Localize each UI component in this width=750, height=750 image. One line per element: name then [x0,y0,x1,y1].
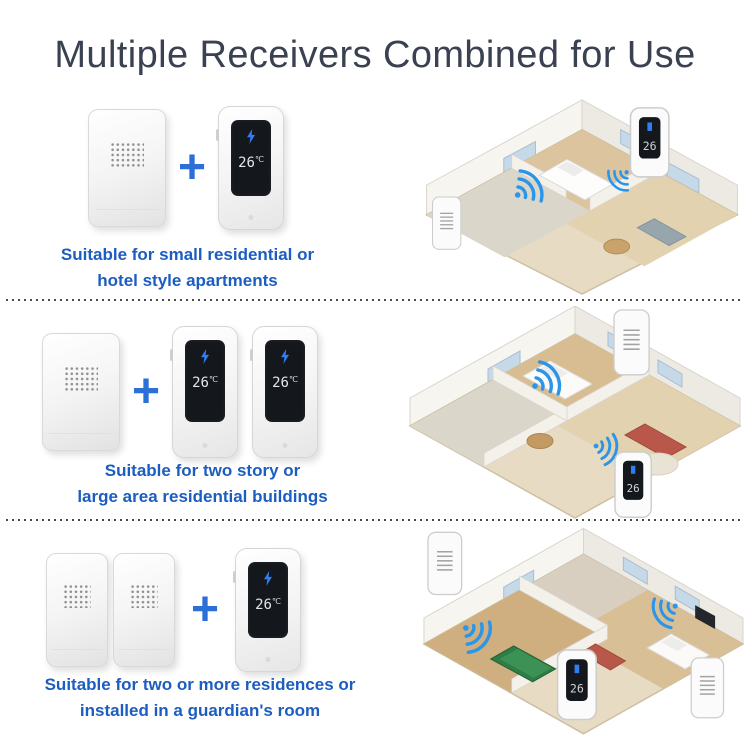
doorbell-transmitter [42,333,120,451]
apartment-floor [424,128,740,295]
temperature-unit: ℃ [254,155,264,164]
temperature-unit: ℃ [271,597,281,606]
wall-chime-device [690,657,725,719]
speaker-grille [63,584,91,608]
wall-chime-device [427,531,463,596]
apartment-furniture [538,158,687,255]
transmitter-pair [46,553,175,667]
caption-two-story: Suitable for two story or large area res… [10,458,395,511]
doorbell-transmitter [113,553,175,667]
device-combo-2: + 26℃ [42,326,319,458]
temperature-unit: ℃ [288,375,298,384]
signal-bolt-icon [201,349,210,364]
caption-line-1: Suitable for small residential or [60,245,315,264]
receiver-screen: 26℃ [231,120,272,196]
floorplan-two-residences [422,527,745,735]
temperature-value: 26 [255,597,272,613]
doorbell-receiver: 26℃ [250,326,319,458]
caption-line-2: hotel style apartments [97,271,278,291]
receiver-screen: 26℃ [248,562,289,638]
receiver-side-button [216,129,220,141]
plus-sign: + [178,141,207,194]
section-multi-residence: + 26℃ Suitable for two or more residence… [0,526,750,750]
temperature-unit: ℃ [208,375,218,384]
doorbell-transmitter [88,109,166,227]
signal-bolt-icon [247,129,256,144]
dotted-divider [6,519,744,521]
wall-chime-device [613,309,650,376]
receiver-screen: 26℃ [265,340,306,422]
speaker-grille [64,366,98,392]
floorplan-large-residence [408,306,742,519]
caption-multi-residence: Suitable for two or more residences or i… [0,672,400,725]
receiver-side-button [250,349,254,361]
wall-chime-device [431,196,462,250]
device-combo-1: + 26℃ [88,106,285,230]
receiver-side-button [233,571,237,583]
doorbell-receiver: 26℃ [170,326,239,458]
temperature-readout: 26℃ [238,155,264,171]
temperature-readout: 26℃ [255,597,281,613]
floorplan-small-apartment [424,99,740,295]
caption-small-residential: Suitable for small residential or hotel … [10,242,365,295]
temperature-readout: 26℃ [192,375,218,391]
receiver-device [629,107,670,178]
page-title: Multiple Receivers Combined for Use [54,34,696,76]
temperature-value: 26 [238,155,255,171]
receiver-device [614,451,652,518]
plus-sign: + [191,583,220,636]
plus-sign: + [132,365,161,418]
temperature-readout: 26℃ [272,375,298,391]
section-two-story: + 26℃ [0,306,750,519]
receiver-side-button [170,349,174,361]
caption-line-1: Suitable for two story or [104,461,301,480]
dotted-divider [6,299,744,301]
speaker-grille [130,584,158,608]
receiver-screen: 26℃ [185,340,226,422]
doorbell-receiver: 26℃ [216,106,285,230]
caption-line-1: Suitable for two or more residences or [44,675,356,694]
receiver-pair: 26℃ 26℃ [170,326,319,458]
receiver-device [556,649,597,721]
temperature-value: 26 [192,375,209,391]
signal-bolt-icon [264,571,273,586]
residence-floor [408,333,742,519]
doorbell-transmitter [46,553,108,667]
speaker-grille [110,142,144,168]
device-combo-3: + 26℃ [46,548,302,672]
section-small-residential: + 26℃ Suitable for small residential or … [0,96,750,299]
temperature-value: 26 [272,375,289,391]
caption-line-2: large area residential buildings [77,487,328,507]
signal-bolt-icon [281,349,290,364]
doorbell-receiver: 26℃ [233,548,302,672]
caption-line-2: installed in a guardian's room [79,701,321,721]
